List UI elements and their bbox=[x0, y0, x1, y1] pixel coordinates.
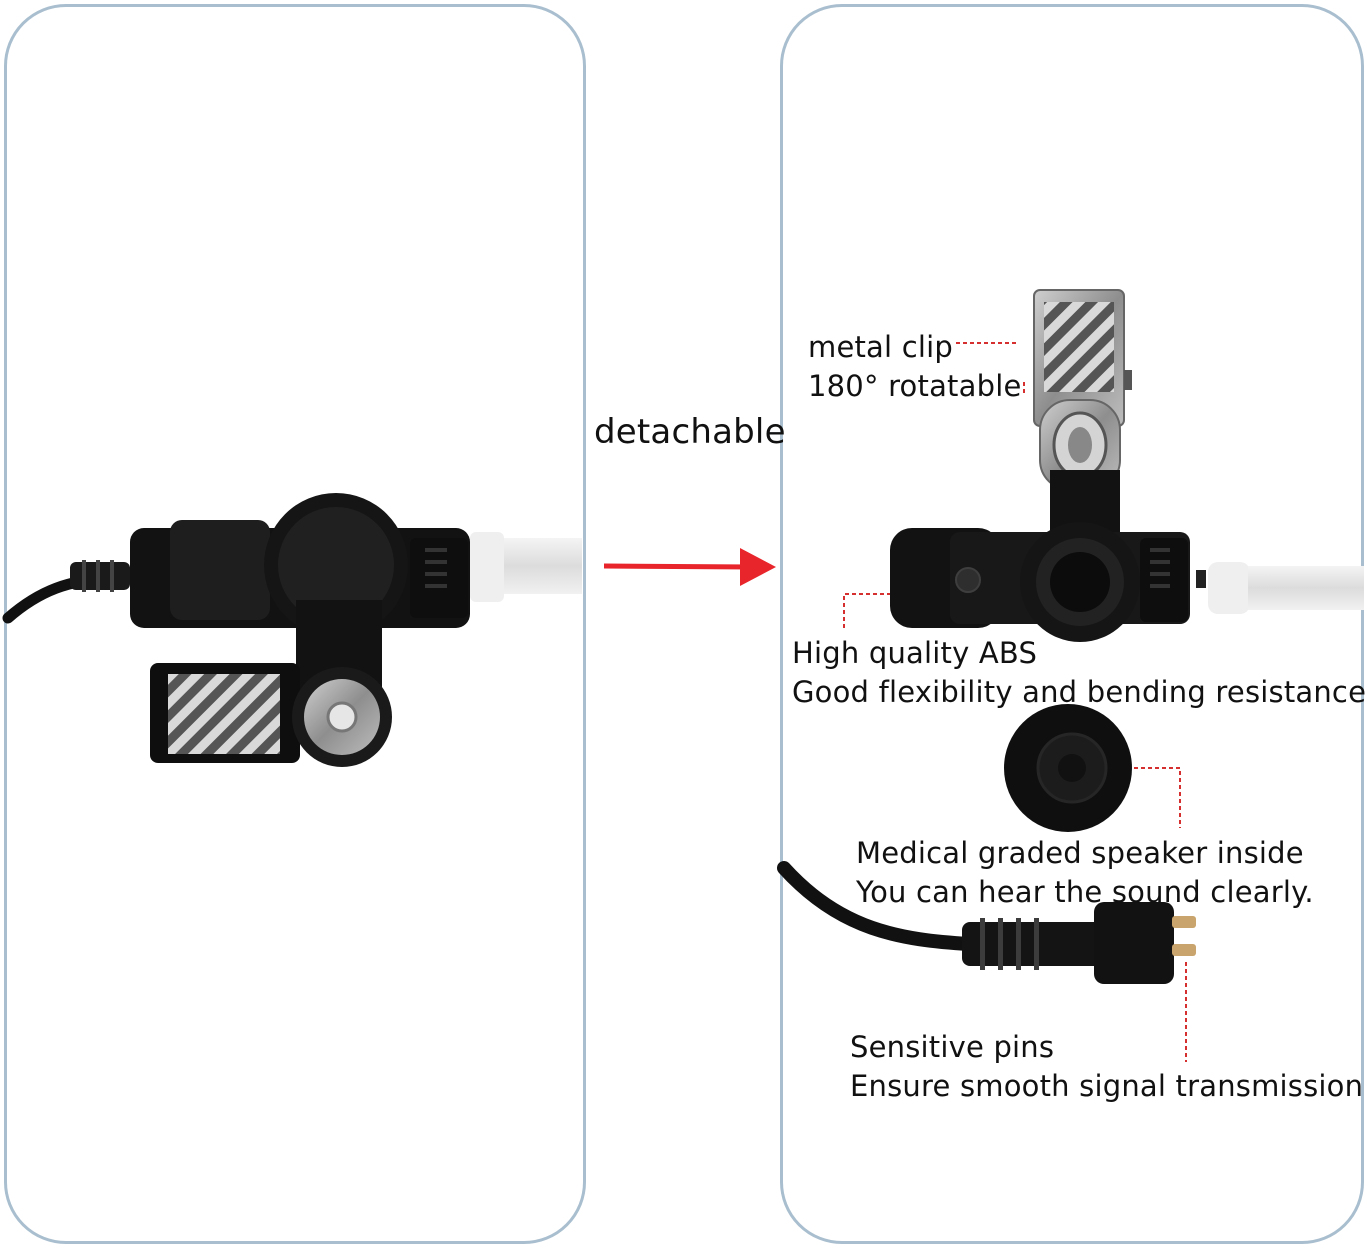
plug-pins-icon bbox=[777, 861, 1196, 984]
detachable-label: detachable bbox=[594, 412, 786, 452]
abs-annotation: High quality ABS Good flexibility and be… bbox=[792, 634, 1366, 712]
clip-annotation-detail: 180° rotatable bbox=[808, 369, 1022, 403]
clip-annotation: metal clip 180° rotatable bbox=[808, 328, 1022, 406]
leader-lines bbox=[843, 342, 1187, 1062]
abs-annotation-detail: Good flexibility and bending resistance bbox=[792, 675, 1367, 709]
abs-annotation-title: High quality ABS bbox=[792, 636, 1038, 670]
abs-housing-icon bbox=[890, 470, 1364, 642]
speaker-annotation-detail: You can hear the sound clearly. bbox=[856, 875, 1314, 909]
metal-clip-icon bbox=[1033, 289, 1132, 491]
speaker-annotation-title: Medical graded speaker inside bbox=[856, 836, 1304, 870]
detach-arrow-icon bbox=[603, 548, 776, 586]
pins-annotation-detail: Ensure smooth signal transmission bbox=[850, 1069, 1364, 1103]
pins-annotation-title: Sensitive pins bbox=[850, 1030, 1055, 1064]
speaker-annotation: Medical graded speaker inside You can he… bbox=[856, 834, 1314, 912]
pins-annotation: Sensitive pins Ensure smooth signal tran… bbox=[850, 1028, 1363, 1106]
speaker-icon bbox=[1004, 704, 1132, 832]
clip-annotation-title: metal clip bbox=[808, 330, 953, 364]
assembled-earpiece-icon bbox=[2, 493, 582, 767]
